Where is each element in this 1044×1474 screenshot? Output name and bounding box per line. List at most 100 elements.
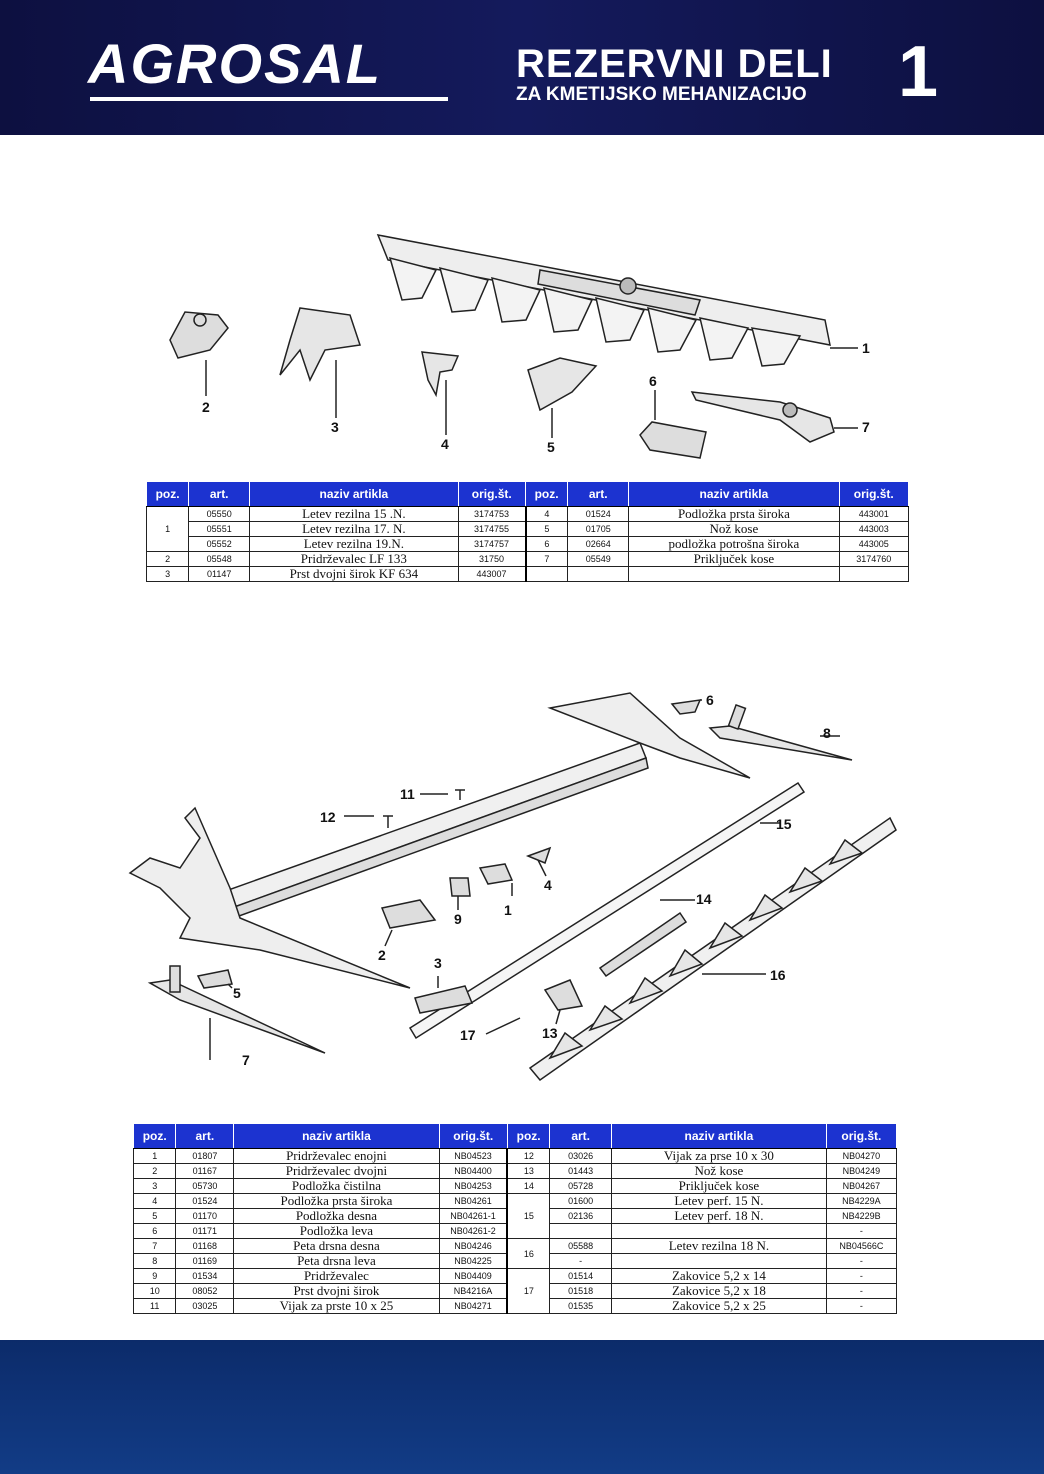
table-row: 2 05548 Pridrževalec LF 133 31750 7 0554… [145,551,910,567]
col-orig: orig.št. [838,481,910,507]
cell-name [628,566,840,582]
cell-orig: NB04249 [825,1163,898,1179]
diagram2-label-4: 4 [544,877,552,893]
table-row: 1 05550 Letev rezilna 15 .N. 3174753 4 0… [145,506,910,552]
cell-orig: 443005 [838,536,910,552]
diagram2-label-5: 5 [233,985,241,1001]
col-naziv: naziv artikla [628,481,840,507]
cell-orig: NB04261-2 [438,1223,508,1239]
cell-art: 05548 [188,551,251,567]
diagram1-label-1: 1 [862,340,870,356]
cell-poz: 4 [524,506,569,522]
cell-name: Nož kose [628,521,840,537]
cell-orig: NB4229B [825,1208,898,1224]
col-poz: poz. [132,1123,177,1149]
table-row: 7 01168 Peta drsna desna NB04246 16 0558… [132,1238,898,1269]
col-art: art. [549,1123,613,1149]
cell-poz: 1 [132,1148,177,1164]
page-header: AGROSAL REZERVNI DELI ZA KMETIJSKO MEHAN… [0,0,1044,135]
col-naziv: naziv artikla [233,1123,440,1149]
cell-name: Letev perf. 15 N. [611,1193,827,1209]
cell-orig: - [825,1298,898,1314]
cell-orig: - [825,1223,898,1239]
table-row: 3 05730 Podložka čistilna NB04253 14 057… [132,1178,898,1194]
diagram2-label-13: 13 [542,1025,558,1041]
cell-poz: 8 [132,1253,177,1269]
cell-orig: NB04225 [438,1253,508,1269]
cell-orig: NB04270 [825,1148,898,1164]
cell-name: Pridrževalec LF 133 [249,551,459,567]
cell-poz: 13 [506,1163,551,1179]
cell-art: 05551 [188,521,251,537]
cell-name: Letev rezilna 18 N. [611,1238,827,1254]
cell-poz: 14 [506,1178,551,1194]
cell-poz: 4 [132,1193,177,1209]
diagram2-label-16: 16 [770,967,786,983]
cell-name: Podložka leva [233,1223,440,1239]
cell-poz: 5 [132,1208,177,1224]
col-art: art. [567,481,630,507]
cell-art: 01807 [175,1148,235,1164]
cell-name: Letev rezilna 17. N. [249,521,459,537]
cell-orig: NB04271 [438,1298,508,1314]
diagram2-label-15: 15 [776,816,792,832]
cell-poz: 2 [132,1163,177,1179]
cell-art: 01524 [175,1193,235,1209]
cell-art: 05588 [549,1238,613,1254]
cell-orig: 3174755 [457,521,527,537]
cell-orig: 31750 [457,551,527,567]
table-header-row: poz. art. naziv artikla orig.št. poz. ar… [145,481,910,507]
parts-table-1: poz. art. naziv artikla orig.št. poz. ar… [145,481,910,582]
cell-orig: 443001 [838,506,910,522]
cell-orig: NB04267 [825,1178,898,1194]
diagram2-label-12: 12 [320,809,336,825]
cell-poz: 12 [506,1148,551,1164]
parts-diagram-2: 6 8 11 12 15 14 16 4 1 9 2 3 5 7 17 13 [128,692,897,1082]
cell-name: Pridrževalec dvojni [233,1163,440,1179]
diagram2-label-11: 11 [400,786,415,802]
diagram2-label-2: 2 [378,947,386,963]
diagram1-label-2: 2 [202,399,210,415]
cell-orig: 3174757 [457,536,527,552]
cell-orig: 443003 [838,521,910,537]
cell-name: Pridrževalec [233,1268,440,1284]
diagram1-label-6: 6 [649,373,657,389]
agrosal-logo: AGROSAL [88,32,382,95]
cell-orig: NB04246 [438,1238,508,1254]
cell-orig [838,566,910,582]
cell-name: Priključek kose [628,551,840,567]
cell-poz: 7 [524,551,569,567]
cell-name: Zakovice 5,2 x 18 [611,1283,827,1299]
diagram2-label-7: 7 [242,1052,250,1068]
cell-orig: 3174753 [457,506,527,522]
cell-name: Peta drsna desna [233,1238,440,1254]
cell-art: 01147 [188,566,251,582]
col-orig: orig.št. [438,1123,508,1149]
cell-name: Vijak za prste 10 x 25 [233,1298,440,1314]
cell-art: 01524 [567,506,630,522]
cell-poz: 6 [132,1223,177,1239]
page-footer [0,1340,1044,1474]
cell-name: Letev rezilna 19.N. [249,536,459,552]
cell-orig: - [825,1283,898,1299]
diagram1-label-7: 7 [862,419,870,435]
col-poz: poz. [525,481,569,507]
diagram1-label-4: 4 [441,436,449,452]
diagram1-label-3: 3 [331,419,339,435]
col-orig: orig.št. [825,1123,898,1149]
cell-poz: 9 [132,1268,177,1284]
parts-table-2: poz. art. naziv artikla orig.št. poz. ar… [132,1123,898,1314]
cell-orig: 3174760 [838,551,910,567]
cell-art: 01534 [175,1268,235,1284]
cell-art: 08052 [175,1283,235,1299]
cell-poz: 11 [132,1298,177,1314]
cell-name: Nož kose [611,1163,827,1179]
cell-name: Vijak za prse 10 x 30 [611,1148,827,1164]
diagram2-label-14: 14 [696,891,712,907]
cell-art [549,1223,613,1239]
cell-art: 05552 [188,536,251,552]
cell-art: 05549 [567,551,630,567]
cell-art: - [549,1253,613,1269]
cell-poz: 17 [506,1268,551,1314]
cell-art: 01535 [549,1298,613,1314]
